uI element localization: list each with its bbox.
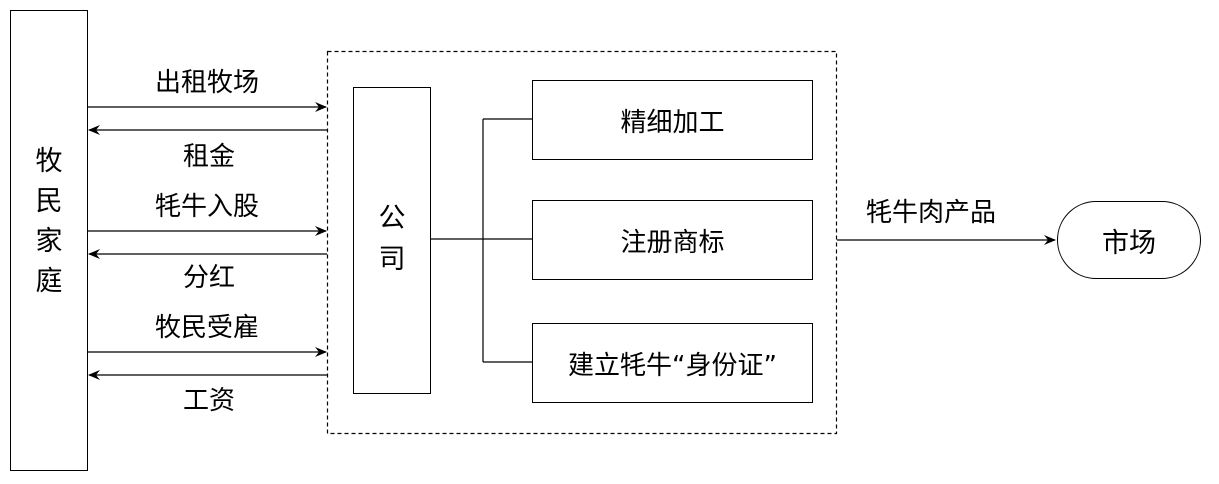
function-yak-id: 建立牦牛“身份证” [532,323,813,403]
market-node: 市场 [1057,201,1201,279]
label-rent: 租金 [183,142,236,172]
company-label: 公 司 [354,205,430,273]
household-label: 牧 民 家 庭 [11,148,87,295]
function-trademark: 注册商标 [532,200,813,280]
label-wage: 工资 [183,386,236,416]
label-dividend: 分红 [183,263,236,293]
function-fine-processing: 精细加工 [532,80,813,160]
household-char: 牧 [35,146,63,177]
function-label: 注册商标 [620,227,725,258]
company-char: 司 [378,244,406,275]
company-boundary [326,50,838,435]
company-box: 公 司 [353,87,431,394]
function-label: 建立牦牛“身份证” [568,350,777,381]
household-box: 牧 民 家 庭 [10,10,88,471]
company-char: 公 [378,203,406,234]
label-rent-out: 出租牧场 [155,68,260,98]
label-invest: 牦牛入股 [155,192,260,222]
household-char: 庭 [35,266,63,297]
label-product: 牦牛肉产品 [866,198,997,228]
household-char: 家 [35,226,63,257]
label-hired: 牧民受雇 [155,313,260,343]
function-label: 精细加工 [620,107,725,138]
market-label: 市场 [1102,227,1156,259]
household-char: 民 [35,186,63,217]
